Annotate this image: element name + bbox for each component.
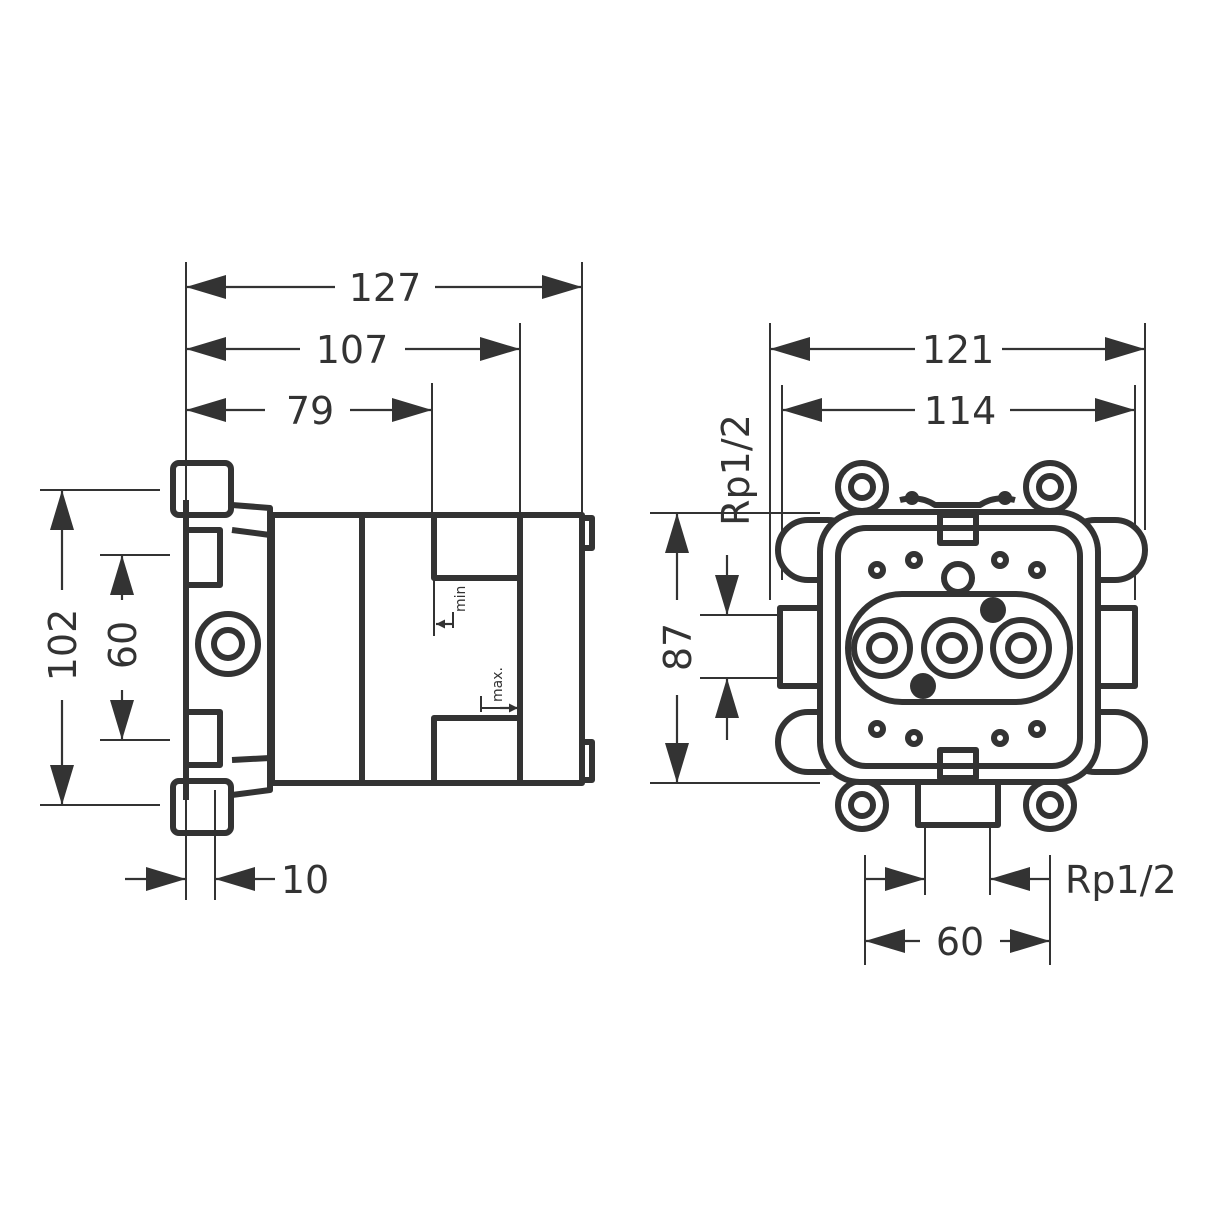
dimension-102: 102 — [41, 490, 85, 805]
front-view: 121 114 87 Rp1/2 Rp1/2 60 — [650, 323, 1177, 965]
dimension-label: 107 — [316, 328, 389, 372]
dimension-87: 87 — [656, 513, 700, 783]
dimension-label: 121 — [922, 328, 995, 372]
dimension-127: 127 — [186, 266, 582, 310]
screw-holes — [868, 551, 1046, 747]
dimension-121: 121 — [770, 328, 1145, 372]
dimension-label: 87 — [656, 623, 700, 671]
dimension-label: 10 — [281, 858, 329, 902]
thread-label-bottom: Rp1/2 — [1065, 858, 1177, 902]
dimension-label: 102 — [41, 609, 85, 682]
mounting-hole-icon — [1036, 791, 1064, 819]
dimension-label: 79 — [286, 389, 334, 433]
thread-side-callout: Rp1/2 — [714, 414, 758, 740]
mounting-hole-icon — [848, 473, 876, 501]
valve-body-side: min max. — [170, 460, 595, 836]
dimension-label: 60 — [936, 920, 984, 964]
mounting-hole-icon — [1036, 473, 1064, 501]
port-icon — [921, 617, 983, 679]
mounting-hole-icon — [848, 791, 876, 819]
dimension-114: 114 — [782, 389, 1135, 433]
dimension-label: 60 — [101, 621, 145, 669]
side-view: 127 107 79 102 60 10 — [40, 262, 595, 902]
dimension-60-side: 60 — [101, 555, 145, 740]
dimension-107: 107 — [186, 328, 520, 372]
max-label: max. — [490, 667, 506, 702]
dimension-label: 127 — [349, 266, 422, 310]
min-label: min — [453, 586, 469, 612]
dimension-label: 114 — [924, 389, 997, 433]
dimension-60-front: 60 — [865, 920, 1050, 964]
dimension-10: 10 — [125, 858, 329, 902]
thread-label-side: Rp1/2 — [714, 414, 758, 526]
valve-body-front — [775, 460, 1148, 832]
dimension-79: 79 — [186, 389, 432, 433]
port-icon — [851, 617, 913, 679]
connection-port-icon — [195, 611, 261, 677]
port-icon — [990, 617, 1052, 679]
thread-bottom-callout: Rp1/2 — [865, 858, 1177, 902]
